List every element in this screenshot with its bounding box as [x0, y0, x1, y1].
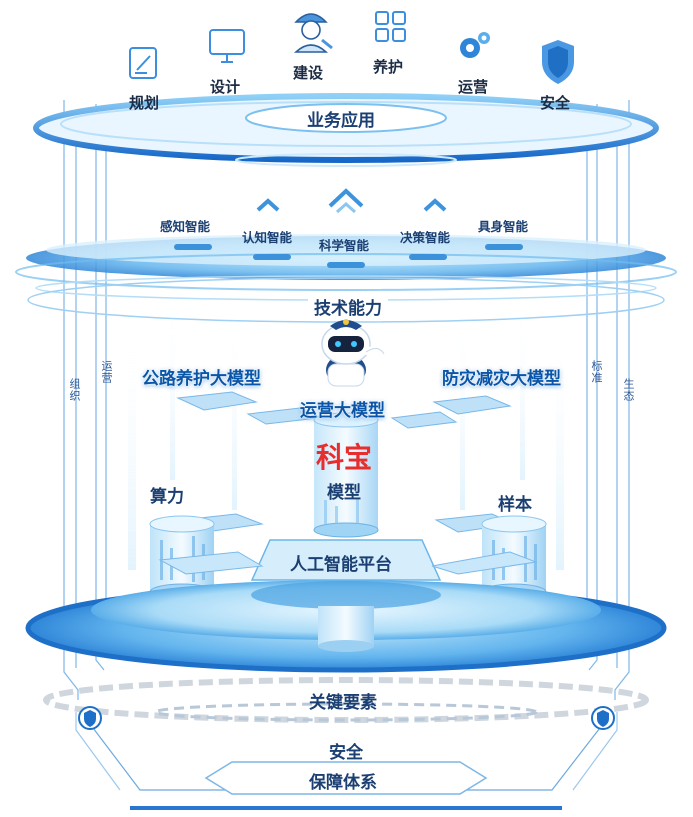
left-shield-badge — [78, 706, 102, 730]
tech-layer-title: 技术能力 — [308, 294, 388, 319]
grid-icon — [375, 11, 406, 42]
pillar-samples: 样本 — [498, 495, 532, 515]
pillar-compute: 算力 — [150, 487, 184, 507]
side-label-standards: 标准 — [590, 360, 603, 384]
gears-icon — [460, 32, 490, 58]
business-layer-title: 业务应用 — [307, 111, 375, 131]
side-label-ecosystem: 生态 — [622, 378, 635, 402]
intelligence-science: 科学智能 — [319, 238, 370, 253]
kebao-subtitle: 模型 — [327, 483, 361, 503]
top-icon-label-design: 设计 — [210, 78, 241, 96]
ai-platform-title: 人工智能平台 — [290, 555, 392, 575]
shield-icon — [542, 40, 574, 84]
construction-worker-icon — [293, 13, 333, 53]
business-ring — [33, 93, 659, 167]
kebao-title: 科宝 — [316, 441, 373, 474]
model-highway-maintenance: 公路养护大模型 — [142, 369, 261, 389]
top-icon-label-construction: 建设 — [293, 64, 324, 82]
platform-base — [25, 539, 667, 673]
intelligence-embodied: 具身智能 — [478, 219, 529, 234]
security-subtitle: 保障体系 — [309, 773, 377, 793]
key-elements-title: 关键要素 — [309, 693, 377, 713]
model-operation: 运营大模型 — [300, 401, 385, 421]
top-icon-label-safety: 安全 — [540, 94, 571, 112]
chevrons — [256, 188, 447, 214]
top-icon-label-operation: 运营 — [458, 78, 489, 96]
model-disaster-prevention: 防灾减灾大模型 — [442, 369, 561, 389]
intelligence-cognition: 认知智能 — [242, 230, 293, 245]
side-label-organization: 组织 — [68, 378, 81, 402]
intelligence-bars — [174, 244, 523, 268]
security-band — [130, 761, 562, 810]
security-title: 安全 — [329, 743, 363, 763]
key-elements-ring — [43, 677, 649, 723]
robot-icon — [321, 319, 387, 387]
planning-icon — [129, 47, 157, 79]
top-icon-label-maintenance: 养护 — [373, 58, 404, 76]
top-icon-label-planning: 规划 — [129, 94, 160, 112]
center-column — [313, 412, 379, 538]
model-platforms — [176, 391, 516, 533]
side-label-operation: 运营 — [100, 360, 113, 384]
right-shield-badge — [591, 706, 615, 730]
intelligence-decision: 决策智能 — [400, 230, 451, 245]
intelligence-perception: 感知智能 — [160, 219, 211, 234]
monitor-icon — [209, 29, 245, 63]
